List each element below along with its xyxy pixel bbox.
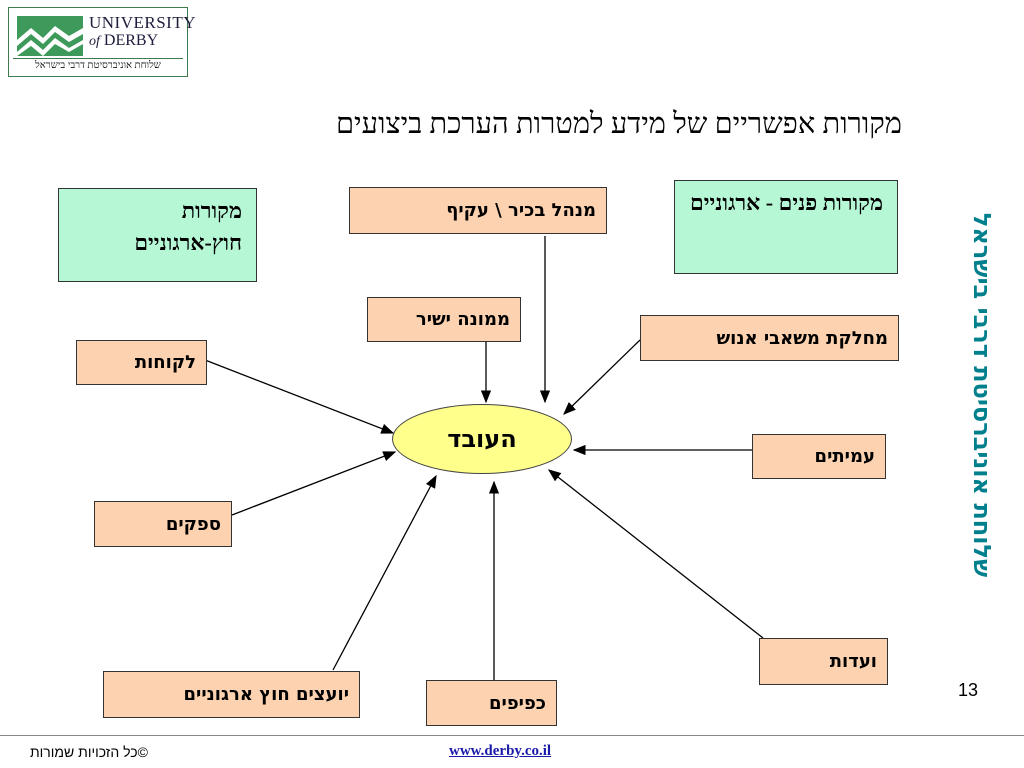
arrow-suppliers <box>231 451 397 516</box>
logo-hebrew-strip: שלוחת אוניברסיטת דרבי בישראל <box>13 58 183 72</box>
website-link[interactable]: www.derby.co.il <box>449 743 552 759</box>
committees-box: ועדות <box>759 638 888 685</box>
internal-sources-box: מקורות פנים - ארגוניים <box>674 180 898 274</box>
external-sources-box: מקורות חוץ-ארגוניים <box>58 188 257 282</box>
subordinates-box: כפיפים <box>426 680 557 726</box>
page-number: 13 <box>958 680 979 700</box>
hr-department-box: מחלקת משאבי אנוש <box>640 315 899 361</box>
senior-manager-box: מנהל בכיר \ עקיף <box>349 187 607 234</box>
customers-box: לקוחות <box>76 340 207 385</box>
external-consultants-box: יועצים חוץ ארגוניים <box>103 671 360 718</box>
arrow-customers <box>204 359 395 434</box>
peers-box: עמיתים <box>752 434 886 479</box>
copyright-text: ©כל הזכויות שמורות <box>30 744 148 760</box>
direct-supervisor-box: ממונה ישיר <box>367 297 521 342</box>
arrow-committees <box>547 469 764 639</box>
footer-divider <box>0 735 1024 736</box>
employee-ellipse: העובד <box>392 404 572 474</box>
arrow-external-consultants <box>332 474 437 671</box>
logo-university-text: UNIVERSITY <box>89 13 196 32</box>
arrow-hr-department <box>563 339 641 415</box>
suppliers-box: ספקים <box>94 501 232 547</box>
university-logo: UNIVERSITY of DERBY שלוחת אוניברסיטת דרב… <box>8 7 196 77</box>
mountains-logo-icon <box>17 16 83 56</box>
slide-title: מקורות אפשריים של מידע למטרות הערכת ביצו… <box>335 108 902 140</box>
logo-derby-text: of DERBY <box>89 32 159 50</box>
